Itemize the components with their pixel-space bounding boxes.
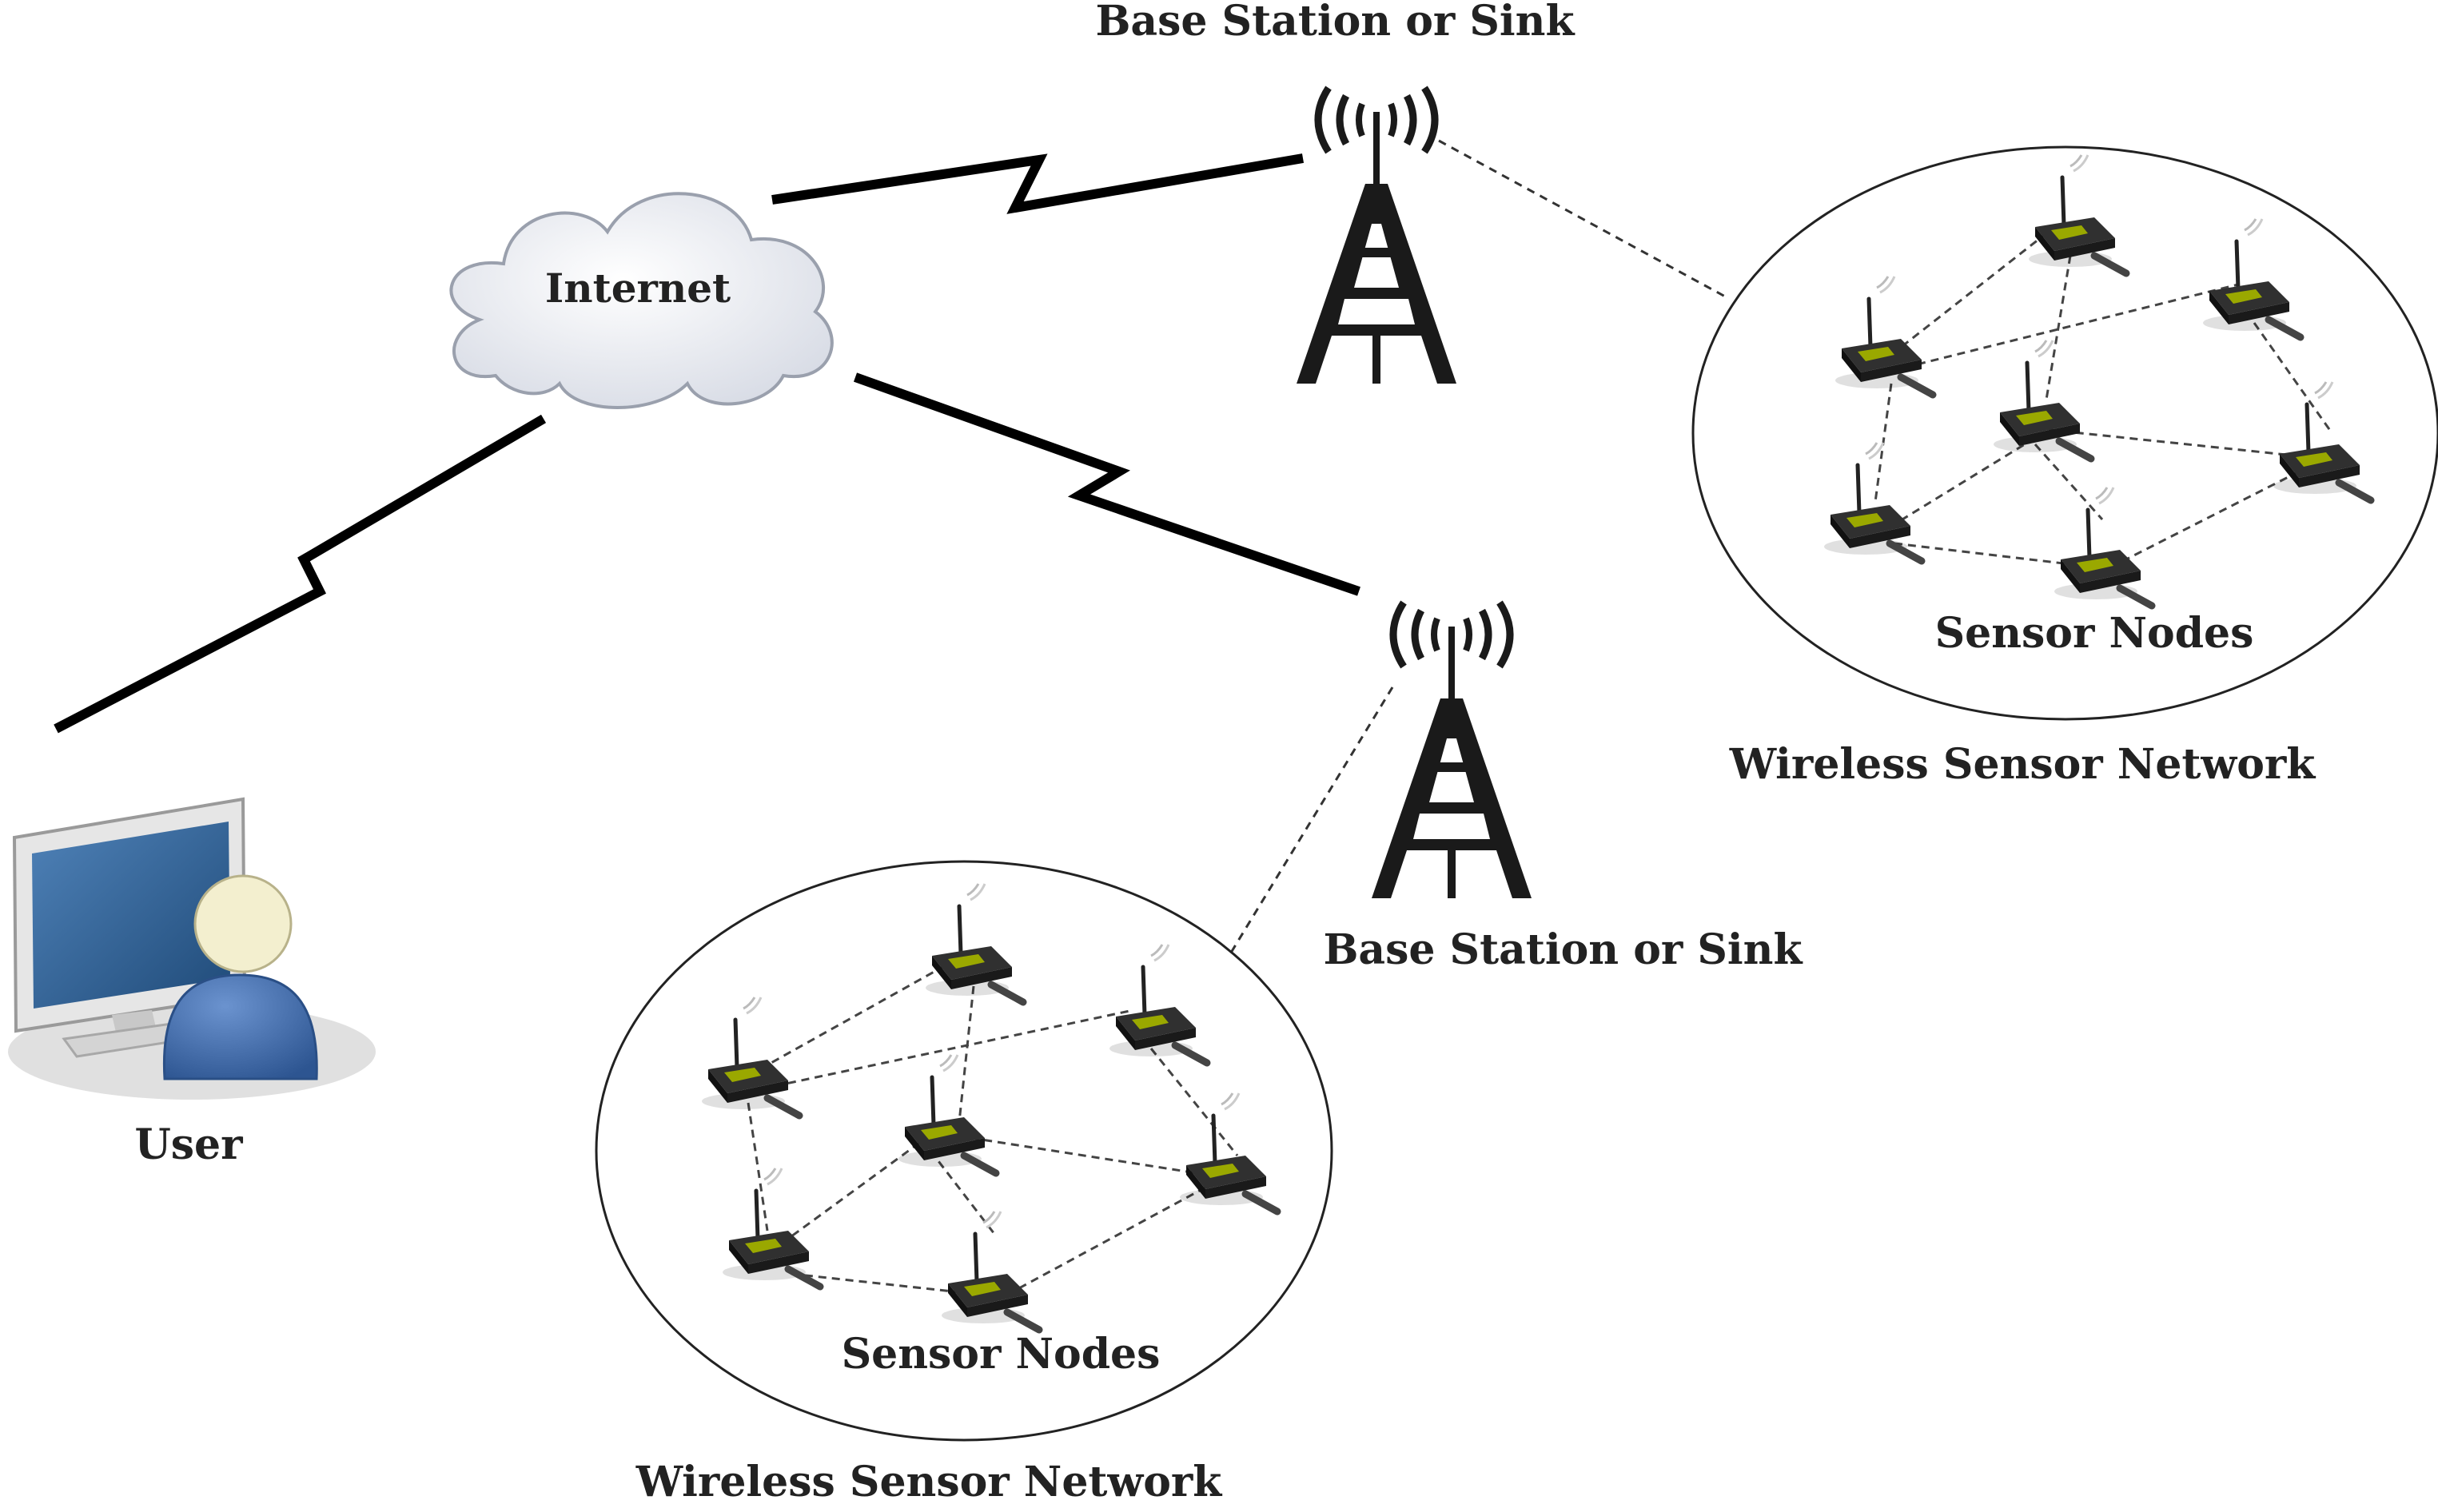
sensor-node-icon (926, 884, 1023, 1002)
wsn-right-sensor-nodes-label: Sensor Nodes (1935, 609, 2254, 658)
internet-label: Internet (545, 265, 731, 312)
internet-cloud: Internet (449, 192, 834, 409)
link-top-base-station-to-wsn (1438, 139, 1727, 299)
bottom-base-station-label: Base Station or Sink (1323, 925, 1803, 974)
sensor-node-icon (1994, 340, 2091, 459)
top-base-station-label: Base Station or Sink (1095, 0, 1575, 46)
cloud-icon (449, 192, 834, 409)
sensor-node-icon (2273, 382, 2371, 500)
user-icon (162, 874, 318, 1080)
wsn-left-sensor-nodes-label: Sensor Nodes (842, 1330, 1161, 1379)
link-internet-to-user (54, 414, 547, 734)
wsn-left-boundary (595, 860, 1333, 1442)
wsn-left-label: Wireless Sensor Network (635, 1458, 1223, 1506)
sensor-node-icon (1109, 945, 1207, 1063)
sensor-node-icon (2203, 219, 2301, 337)
link-internet-to-top-base-station (771, 153, 1305, 214)
sensor-node-icon (1180, 1093, 1277, 1212)
sensor-node-icon (2029, 155, 2126, 273)
sensor-node-icon (2054, 487, 2152, 606)
wsn-right-label: Wireless Sensor Network (1729, 740, 2316, 789)
sensor-node-icon (1824, 443, 1922, 561)
wsn-right: Sensor Nodes (1691, 145, 2438, 721)
wsn-right-links (1874, 232, 2332, 569)
link-bottom-base-station-to-wsn (1229, 686, 1394, 953)
link-internet-to-bottom-base-station (853, 372, 1360, 596)
user-label: User (134, 1120, 243, 1169)
top-base-station: Base Station or Sink (1095, 0, 1575, 384)
wsn-left: Sensor Nodes (595, 860, 1333, 1442)
tower-icon (1372, 603, 1532, 898)
wireless-links (54, 153, 1360, 734)
tower-icon (1297, 88, 1456, 384)
monitor-icon (12, 797, 247, 1058)
sensor-node-icon (1835, 277, 1933, 395)
bottom-base-station: Base Station or Sink (1323, 603, 1803, 974)
user-workstation: User (8, 797, 376, 1169)
wsn-right-boundary (1691, 145, 2438, 721)
sensor-node-icon (898, 1055, 996, 1173)
